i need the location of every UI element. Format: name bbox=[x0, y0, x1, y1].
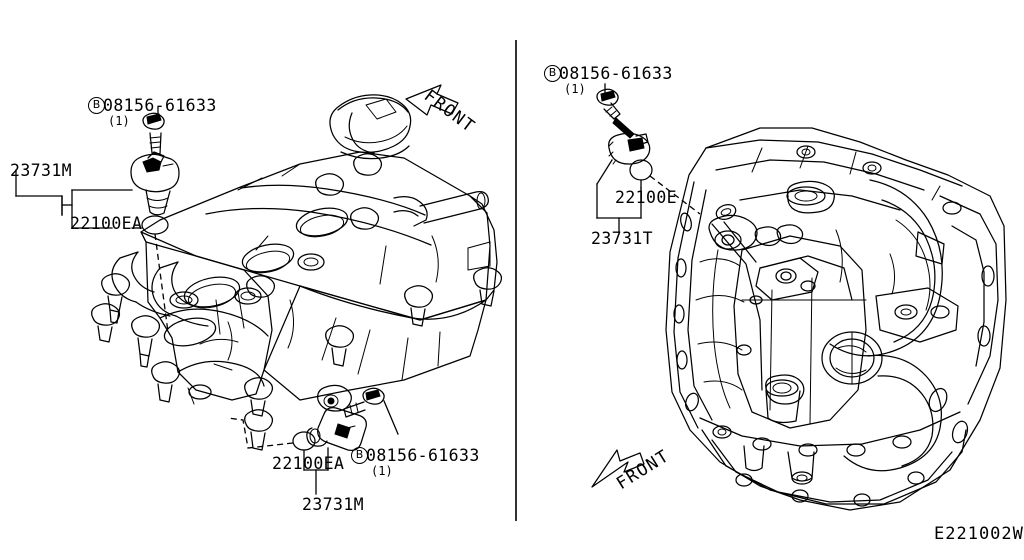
bolt-part-number-top-left: 08156-61633 bbox=[103, 96, 217, 115]
sensor-23731t-drawing bbox=[596, 88, 701, 215]
bolt-prefix-badge-top-left: B bbox=[88, 97, 105, 114]
left-panel-leader-lines bbox=[15, 106, 399, 495]
bolt-prefix-badge-right: B bbox=[544, 65, 561, 82]
bolt-quantity-right: (1) bbox=[564, 82, 586, 96]
bolt-part-number-bottom-left: 08156-61633 bbox=[366, 446, 480, 465]
sensor-part-number-top-left: 23731M bbox=[10, 161, 73, 180]
transmission-case-drawing bbox=[665, 127, 1007, 511]
right-panel-leader-lines bbox=[596, 83, 642, 233]
sensor-part-number-right: 23731T bbox=[591, 229, 654, 248]
oring-part-number-bottom-left: 22100EA bbox=[272, 454, 345, 473]
cylinder-head-cover-drawing bbox=[91, 94, 503, 451]
bolt-prefix-badge-bottom-left: B bbox=[351, 447, 368, 464]
bolt-part-number-right: 08156-61633 bbox=[559, 64, 673, 83]
sensor-23731m-bottom-drawing bbox=[227, 384, 385, 451]
oring-part-number-top-left: 22100EA bbox=[70, 214, 143, 233]
sensor-part-number-bottom-left: 23731M bbox=[302, 495, 365, 514]
bolt-quantity-top-left: (1) bbox=[108, 114, 130, 128]
front-arrow-right bbox=[591, 449, 645, 488]
front-arrow-left bbox=[405, 84, 459, 116]
oring-part-number-right: 22100E bbox=[615, 188, 678, 207]
bolt-quantity-bottom-left: (1) bbox=[371, 464, 393, 478]
oring-22100e bbox=[629, 159, 653, 181]
cover-bolts bbox=[91, 153, 503, 451]
diagram-code: E221002W bbox=[934, 524, 1024, 544]
sensor-23731m-top-drawing bbox=[130, 112, 180, 333]
oring-22100ea-top bbox=[141, 215, 169, 235]
